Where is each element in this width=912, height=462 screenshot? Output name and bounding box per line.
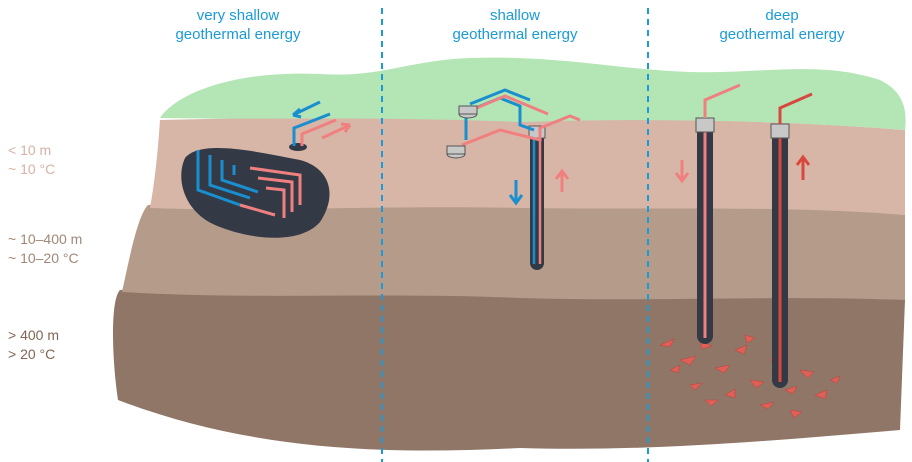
production-well-cap (770, 123, 790, 139)
zone-title-shallow: shallow geothermal energy (405, 6, 625, 44)
depth-value: < 10 m (8, 142, 52, 158)
ground-collector (181, 100, 352, 238)
collector-opening (289, 143, 307, 151)
depth-label-very-shallow: < 10 m ~ 10 °C (8, 141, 55, 179)
zone-title-line1: deep (765, 7, 799, 24)
collector-feed-cold (292, 112, 331, 146)
arrow-warm-right-icon (321, 122, 352, 140)
arrow-up-warm-icon (554, 168, 570, 192)
zone-title-line2: geothermal energy (719, 26, 845, 43)
temperature-value: > 20 °C (8, 346, 56, 362)
top-soil-layer (150, 117, 905, 215)
injection-well-cap (695, 117, 715, 133)
arrow-down-warm-icon (674, 160, 690, 184)
collector-pit (181, 148, 330, 238)
heat-pump-unit-1 (458, 105, 478, 119)
arrow-down-cold-icon (508, 180, 524, 206)
production-well-feed (778, 92, 813, 124)
depth-label-shallow: ~ 10–400 m ~ 10–20 °C (8, 230, 82, 268)
depth-value: > 400 m (8, 327, 59, 343)
collector-pipes-cold (196, 150, 259, 207)
depth-value: ~ 10–400 m (8, 231, 83, 247)
grass-surface (160, 57, 906, 130)
heat-pump-unit-2 (446, 145, 466, 159)
zone-title-line1: very shallow (196, 7, 280, 24)
temperature-value: ~ 10–20 °C (8, 250, 79, 266)
deep-well-system (659, 83, 841, 419)
injection-well-feed (703, 83, 741, 118)
zone-title-very-shallow: very shallow geothermal energy (128, 6, 348, 44)
arrow-cold-left-icon (292, 100, 321, 119)
zone-title-deep: deep geothermal energy (672, 6, 892, 44)
zone-title-line2: geothermal energy (175, 26, 301, 43)
collector-pipes-warm (239, 166, 302, 218)
zone-title-line1: shallow (489, 7, 541, 24)
collector-feed-warm (300, 118, 337, 146)
shallow-borehole-system (446, 88, 581, 270)
arrow-up-hot-icon (795, 154, 811, 180)
shallow-borehole (530, 130, 544, 270)
temperature-value: ~ 10 °C (8, 161, 56, 177)
zone-title-line2: geothermal energy (452, 26, 578, 43)
depth-label-deep: > 400 m > 20 °C (8, 326, 59, 364)
